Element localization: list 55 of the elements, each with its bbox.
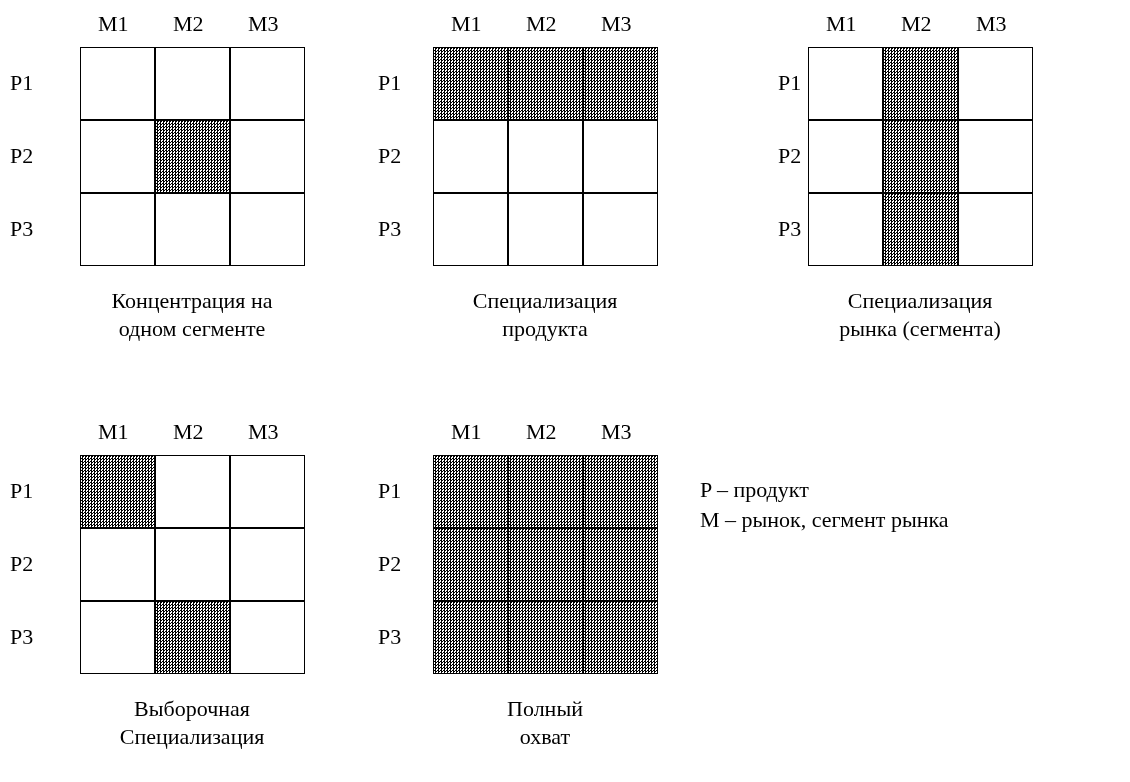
row-header: P2 (10, 552, 34, 576)
row-header: P1 (778, 71, 802, 95)
column-header: M2 (173, 12, 204, 36)
grid-caption: Специализация продукта (471, 287, 619, 343)
shaded-cell (433, 47, 508, 120)
row-header: P1 (10, 71, 34, 95)
shaded-cell (883, 47, 958, 120)
column-header: M2 (526, 12, 557, 36)
shaded-cell (583, 47, 658, 120)
row-header: P3 (10, 217, 34, 241)
grid-caption: Полный охват (506, 695, 584, 751)
grid-caption: Выборочная Специализация (118, 695, 266, 751)
legend-note: P – продукт (700, 476, 809, 504)
column-header: M3 (601, 12, 632, 36)
column-header: M3 (248, 12, 279, 36)
shaded-cell (433, 528, 508, 601)
shaded-cell (583, 528, 658, 601)
column-header: M1 (451, 420, 482, 444)
row-header: P3 (378, 217, 402, 241)
column-header: M1 (826, 12, 857, 36)
row-header: P2 (378, 144, 402, 168)
shaded-cell (433, 601, 508, 674)
column-header: M2 (901, 12, 932, 36)
column-header: M1 (98, 12, 129, 36)
shaded-cell (80, 455, 155, 528)
shaded-cell (155, 601, 230, 674)
row-header: P2 (378, 552, 402, 576)
shaded-cell (155, 120, 230, 193)
shaded-cell (508, 528, 583, 601)
row-header: P1 (378, 479, 402, 503)
shaded-cell (583, 601, 658, 674)
column-header: M3 (976, 12, 1007, 36)
column-header: M2 (173, 420, 204, 444)
grid-caption: Концентрация на одном сегменте (110, 287, 274, 343)
column-header: M1 (98, 420, 129, 444)
row-header: P1 (378, 71, 402, 95)
row-header: P2 (10, 144, 34, 168)
row-header: P3 (778, 217, 802, 241)
legend-note: M – рынок, сегмент рынка (700, 506, 949, 534)
shaded-cell (583, 455, 658, 528)
shaded-cell (883, 193, 958, 266)
column-header: M2 (526, 420, 557, 444)
column-header: M1 (451, 12, 482, 36)
row-header: P2 (778, 144, 802, 168)
shaded-cell (883, 120, 958, 193)
shaded-cell (433, 455, 508, 528)
row-header: P3 (378, 625, 402, 649)
row-header: P1 (10, 479, 34, 503)
column-header: M3 (601, 420, 632, 444)
shaded-cell (508, 47, 583, 120)
shaded-cell (508, 601, 583, 674)
grid-caption: Специализация рынка (сегмента) (838, 287, 1002, 343)
row-header: P3 (10, 625, 34, 649)
shaded-cell (508, 455, 583, 528)
column-header: M3 (248, 420, 279, 444)
